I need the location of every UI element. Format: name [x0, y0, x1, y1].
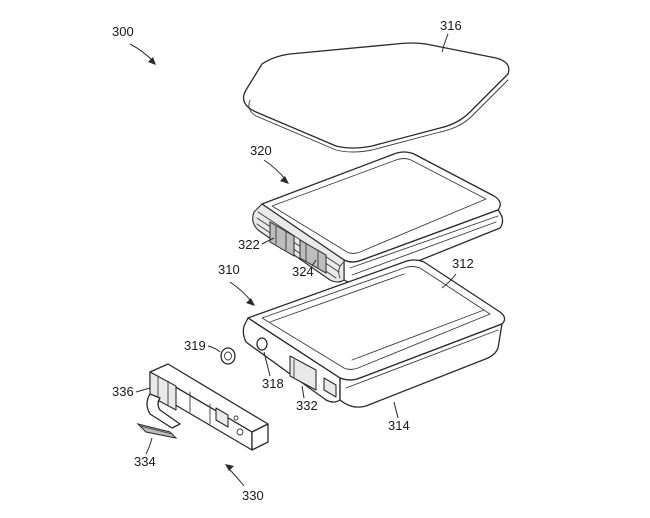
arrow-320-icon [263, 159, 289, 184]
label-336: 336 [112, 384, 134, 399]
label-334-group: 334 [134, 437, 156, 469]
enclosure-tab-332 [289, 355, 317, 391]
label-334: 334 [134, 454, 156, 469]
label-312-group: 312 [441, 256, 474, 289]
label-318-group: 318 [262, 351, 284, 391]
label-312: 312 [452, 256, 474, 271]
leader-334 [145, 437, 153, 455]
label-324: 324 [292, 264, 314, 279]
leader-312 [441, 273, 457, 289]
leader-336 [135, 387, 151, 393]
label-330-group: 330 [225, 464, 264, 503]
leader-314 [393, 401, 399, 419]
label-336-group: 336 [112, 384, 151, 399]
arrow-310-icon [229, 281, 255, 306]
label-319: 319 [184, 338, 206, 353]
arrow-300-icon [129, 43, 156, 65]
label-322-group: 322 [238, 237, 275, 252]
label-310-group: 310 [218, 262, 255, 306]
battery-cell [252, 151, 504, 285]
label-316-group: 316 [440, 18, 462, 53]
label-320: 320 [250, 143, 272, 158]
leader-332 [301, 385, 305, 399]
label-314: 314 [388, 418, 410, 433]
leader-322 [261, 237, 275, 245]
label-322: 322 [238, 237, 260, 252]
label-320-group: 320 [250, 143, 289, 184]
leader-324 [311, 259, 317, 267]
cover-plate [242, 42, 510, 153]
enclosure-tray [242, 259, 506, 408]
label-300-group: 300 [112, 24, 156, 65]
label-310: 310 [218, 262, 240, 277]
label-332: 332 [296, 398, 318, 413]
label-318: 318 [262, 376, 284, 391]
label-324-group: 324 [292, 259, 317, 279]
arrow-330-icon [225, 464, 245, 487]
cell-tab-center-324 [299, 239, 327, 274]
circuit-assembly [136, 363, 269, 451]
label-332-group: 332 [296, 385, 318, 413]
label-330: 330 [242, 488, 264, 503]
label-319-group: 319 [184, 338, 221, 353]
seal-ring [220, 347, 236, 365]
leader-319 [207, 345, 221, 353]
label-316: 316 [440, 18, 462, 33]
leader-316 [441, 33, 449, 53]
label-314-group: 314 [388, 401, 410, 433]
port-318 [256, 337, 268, 351]
label-300: 300 [112, 24, 134, 39]
leader-318 [263, 351, 271, 377]
